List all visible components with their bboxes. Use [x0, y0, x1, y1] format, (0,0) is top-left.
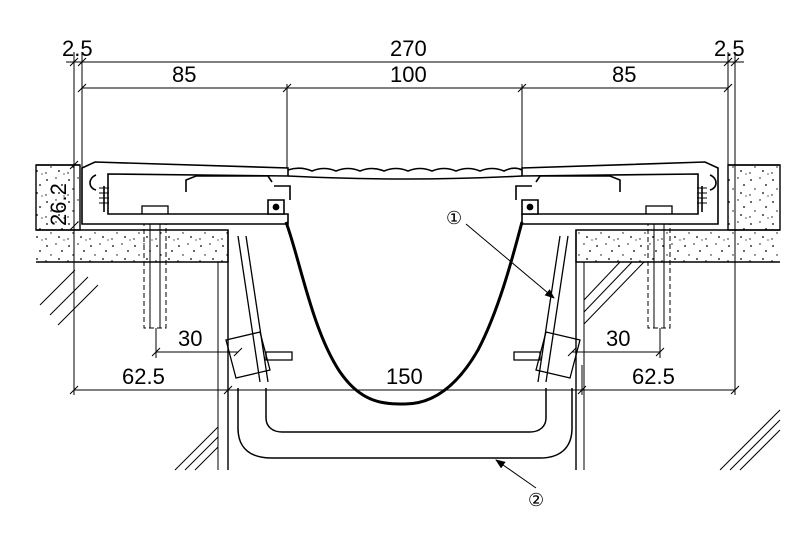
dim-span-right: 85: [612, 62, 636, 87]
dim-bottom-center: 150: [386, 364, 423, 389]
dimension-lines: [66, 52, 744, 395]
substrate-right: [575, 164, 781, 471]
dim-edge-left: 2.5: [62, 36, 93, 61]
callout-1-label: ①: [446, 208, 462, 228]
base-profile-right: [515, 161, 719, 225]
callout-2: ②: [495, 459, 544, 510]
callout-1: ①: [446, 208, 555, 299]
callout-2-label: ②: [528, 490, 544, 510]
dim-span-center: 100: [390, 62, 427, 87]
drain-channel: [237, 388, 573, 459]
dim-bottom-right: 62.5: [632, 364, 675, 389]
support-bracket-right: [513, 235, 581, 383]
substrate-left: [35, 164, 229, 471]
base-profile-left: [81, 161, 291, 225]
dim-height: 26.2: [46, 183, 71, 226]
dim-span-left: 85: [172, 62, 196, 87]
rubber-seal: [284, 221, 524, 406]
dim-edge-right: 2.5: [714, 36, 745, 61]
dim-total-width: 270: [390, 36, 427, 61]
support-bracket-left: [225, 235, 293, 383]
cover-plate: [287, 167, 523, 180]
dim-anchor-right: 30: [606, 326, 630, 351]
dim-bottom-left: 62.5: [122, 364, 165, 389]
dim-anchor-left: 30: [178, 326, 202, 351]
